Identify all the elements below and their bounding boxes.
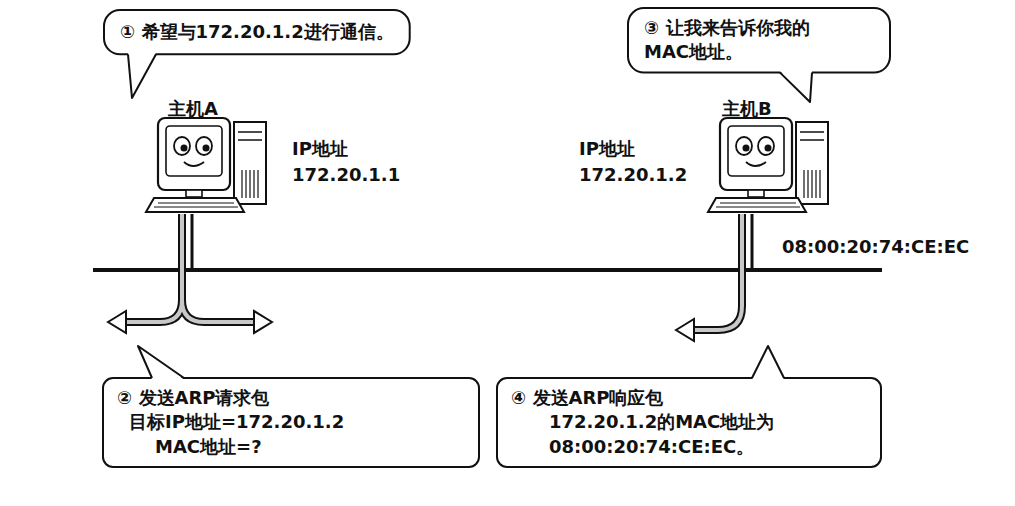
- host-name: 主机B: [722, 96, 772, 122]
- callout-box: ② 发送ARP请求包目标IP地址=172.20.1.2MAC地址=?: [103, 378, 479, 467]
- mac-address-label: 08:00:20:74:CE:EC: [782, 234, 969, 260]
- callout-outline: [103, 346, 479, 467]
- callout-text: ④ 发送ARP响应包: [511, 386, 867, 410]
- callout-detail: 目标IP地址=172.20.1.2: [117, 410, 465, 434]
- callout-outline: [497, 346, 881, 467]
- host-name: 主机A: [168, 96, 218, 122]
- callout-outline: [628, 8, 890, 102]
- callout-text: ③ 让我来告诉你我的 MAC地址。: [644, 16, 874, 65]
- callout-outline: [104, 10, 410, 98]
- ip-address-label: IP地址 172.20.1.2: [579, 136, 709, 188]
- speech-bubble: ③ 让我来告诉你我的 MAC地址。: [628, 8, 890, 73]
- callout-detail: 172.20.1.2的MAC地址为 08:00:20:74:CE:EC。: [511, 410, 867, 459]
- callout-text: ② 发送ARP请求包: [117, 386, 465, 410]
- ip-address-label: IP地址 172.20.1.1: [292, 136, 422, 188]
- speech-bubble: ① 希望与172.20.1.2进行通信。: [104, 10, 410, 54]
- callout-text: ① 希望与172.20.1.2进行通信。: [120, 20, 394, 44]
- callout-detail: MAC地址=?: [117, 435, 465, 459]
- callout-box: ④ 发送ARP响应包172.20.1.2的MAC地址为 08:00:20:74:…: [497, 378, 881, 467]
